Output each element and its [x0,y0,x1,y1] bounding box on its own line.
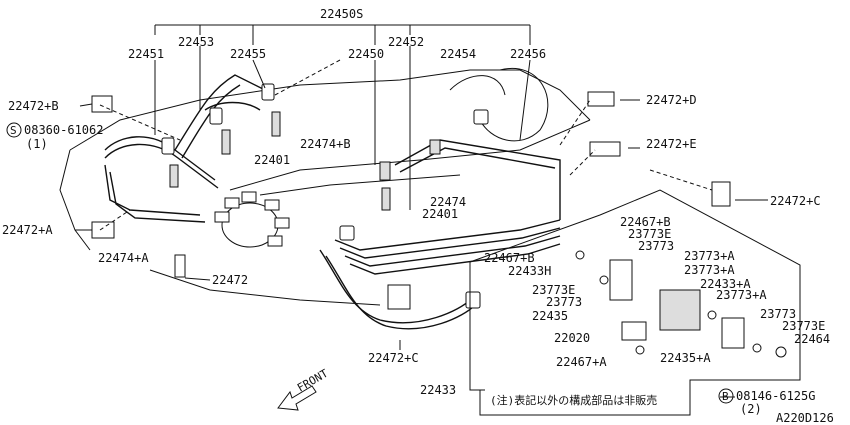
label-22453: 22453 [178,35,214,49]
label-22472b: 22472+B [8,99,59,113]
label-22435a: 22435+A [660,351,711,365]
label-22472c-right: 22472+C [770,194,821,208]
front-arrow [277,385,317,411]
label-22451: 22451 [128,47,164,61]
diagram-id: A220D126 [776,411,834,425]
label-23773a-b: 23773+A [684,263,735,277]
label-22467b-b: 22467+B [484,251,535,265]
label-22474: 22474 [430,195,466,209]
label-22467b-a: 22467+B [620,215,671,229]
label-23773-b: 23773 [546,295,582,309]
label-22450s: 22450S [320,7,363,21]
s-mark-circle [6,122,22,138]
label-23773e-a: 23773E [628,227,671,241]
part-labels: 22450S 22453 22451 22455 22452 22450 224… [2,7,834,425]
spark-plugs [169,111,441,211]
label-23773a-c: 23773+A [716,288,767,302]
label-23773a-a: 23773+A [684,249,735,263]
label-bolt: 08146-6125G [736,389,815,403]
label-23773-a: 23773 [638,239,674,253]
label-22472a: 22472+A [2,223,53,237]
label-22472e: 22472+E [646,137,697,151]
label-23773e-b: 23773E [532,283,575,297]
label-22435: 22435 [532,309,568,323]
label-22472d: 22472+D [646,93,697,107]
label-22433a: 22433+A [700,277,751,291]
label-22464: 22464 [794,332,830,346]
label-22433: 22433 [420,383,456,397]
distributor [214,191,290,248]
label-22020: 22020 [554,331,590,345]
label-23773e-c: 23773E [782,319,825,333]
ignition-wires [104,74,561,330]
label-22467a: 22467+A [556,355,607,369]
label-23773-c: 23773 [760,307,796,321]
label-22474b: 22474+B [300,137,351,151]
label-22472c-bottom: 22472+C [368,351,419,365]
b-mark: B [722,390,729,403]
leader-lines [75,46,768,398]
label-22456: 22456 [510,47,546,61]
leader-22450s [154,24,531,45]
label-22401-b: 22401 [422,207,458,221]
label-screw-qty: (1) [26,137,48,151]
label-22401-a: 22401 [254,153,290,167]
reference-lines [99,59,713,231]
note-text: (注)表記以外の構成部品は非販売 [490,393,657,407]
label-22455: 22455 [230,47,266,61]
label-22452: 22452 [388,35,424,49]
b-mark-circle [718,388,734,404]
s-mark: S [10,124,17,137]
label-22454: 22454 [440,47,476,61]
label-screw: 08360-61062 [24,123,103,137]
label-bolt-qty: (2) [740,402,762,416]
label-22450: 22450 [348,47,384,61]
label-22474a: 22474+A [98,251,149,265]
label-22472: 22472 [212,273,248,287]
label-22433h: 22433H [508,264,551,278]
